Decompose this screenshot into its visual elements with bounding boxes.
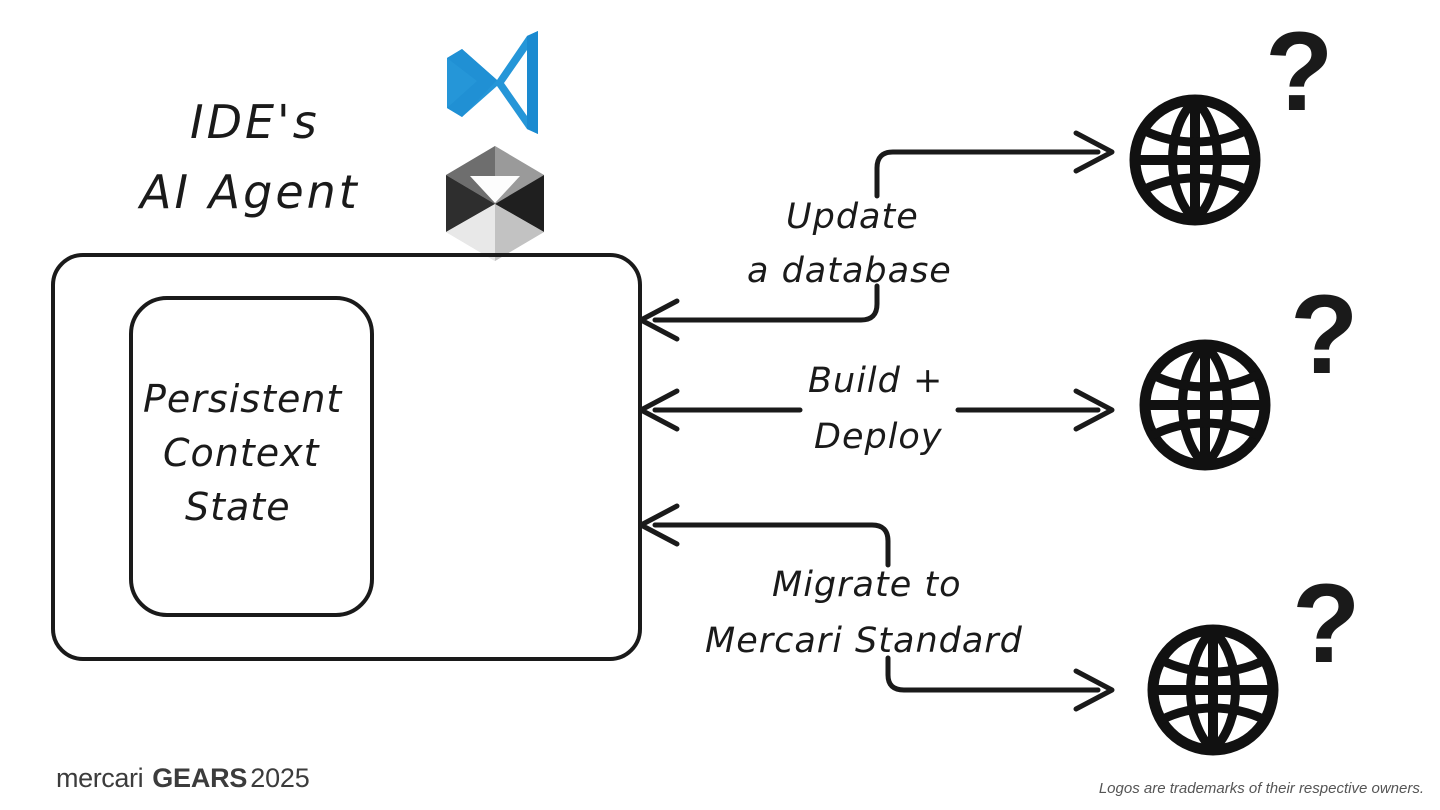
arrowhead-right [1073,130,1115,174]
status-question-migrate: ? [1292,561,1360,686]
flow-label-build-line2: Deploy [814,417,943,457]
agent-title-line2: AI Agent [137,165,360,219]
globe-icon-migrate [1153,630,1273,750]
context-label-line1: Persistent [143,377,343,421]
agent-title-line1: IDE's [190,95,320,149]
flow-build-deploy: Build + Deploy [638,361,1115,457]
arrowhead-left [638,388,680,432]
globe-icon-build [1145,345,1265,465]
status-question-update: ? [1265,9,1333,134]
flow-update-database: Update a database [638,130,1115,342]
flow-label-update-line1: Update [786,197,919,237]
vscode-logo-icon [447,31,538,134]
footer-brand-mercari: mercari [56,763,144,793]
status-question-build: ? [1290,272,1358,397]
arrowhead-right [1073,388,1115,432]
cube-logo-icon [446,146,544,261]
footer-disclaimer: Logos are trademarks of their respective… [1098,780,1424,797]
agent-container-box [51,253,642,661]
context-label-line2: Context [163,431,321,475]
footer-brand-gears: GEARS [152,763,248,793]
arrowhead-left [638,298,680,342]
persistent-context-state-box [129,296,374,617]
footer-brand-year: 2025 [250,763,310,793]
arrowhead-left [638,503,680,547]
flow-label-migrate-line2: Mercari Standard [705,621,1023,661]
globe-icon-update [1135,100,1255,220]
flow-migrate-mercari-standard: Migrate to Mercari Standard [638,503,1115,712]
flow-label-build-line1: Build + [808,361,943,401]
arrowhead-right [1073,668,1115,712]
flow-label-update-line2: a database [747,251,952,291]
context-label-line3: State [185,485,291,529]
flow-label-migrate-line1: Migrate to [772,565,962,605]
